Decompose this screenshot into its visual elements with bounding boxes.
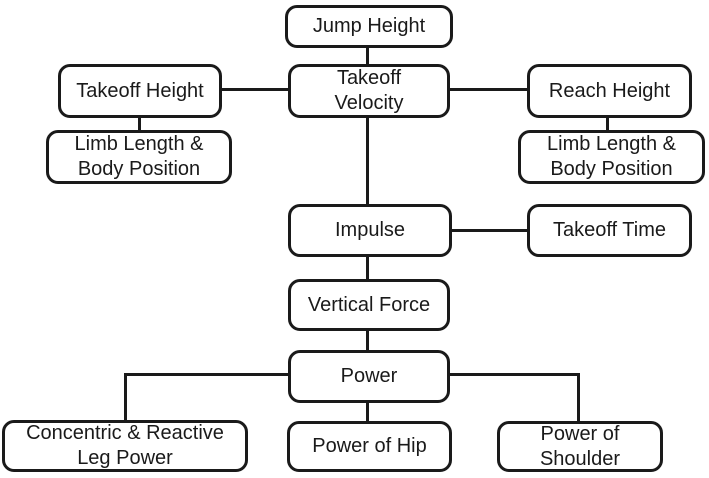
node-impulse: Impulse — [288, 204, 452, 257]
node-power-of-hip: Power of Hip — [287, 421, 452, 472]
connector-impulse-verticalforce — [366, 256, 369, 280]
node-takeoff-velocity: Takeoff Velocity — [288, 64, 450, 118]
node-takeoff-time: Takeoff Time — [527, 204, 692, 257]
connector-power-shoulder-vertical — [577, 373, 580, 422]
node-takeoff-height: Takeoff Height — [58, 64, 222, 118]
connector-impulse-takeofftime — [451, 229, 528, 232]
node-reach-height: Reach Height — [527, 64, 692, 118]
node-jump-height: Jump Height — [285, 5, 453, 48]
node-power-of-shoulder: Power of Shoulder — [497, 421, 663, 472]
connector-power-powerofhip — [366, 402, 369, 422]
connector-power-concentric-vertical — [124, 373, 127, 421]
node-limb-length-body-position-left: Limb Length & Body Position — [46, 130, 232, 184]
connector-power-concentric-horizontal — [124, 373, 289, 376]
connector-power-shoulder-horizontal — [449, 373, 580, 376]
connector-takeoffvelocity-impulse — [366, 117, 369, 205]
node-concentric-reactive-leg-power: Concentric & Reactive Leg Power — [2, 420, 248, 472]
connector-takeoffvelocity-reachheight — [449, 88, 528, 91]
node-limb-length-body-position-right: Limb Length & Body Position — [518, 130, 705, 184]
connector-takeoffheight-takeoffvelocity — [221, 88, 289, 91]
node-vertical-force: Vertical Force — [288, 279, 450, 331]
connector-verticalforce-power — [366, 330, 369, 351]
node-power: Power — [288, 350, 450, 403]
connector-jumpheight-takeoffvelocity — [366, 46, 369, 65]
connector-reachheight-limblength — [606, 116, 609, 131]
connector-takeoffheight-limblength — [138, 116, 141, 131]
